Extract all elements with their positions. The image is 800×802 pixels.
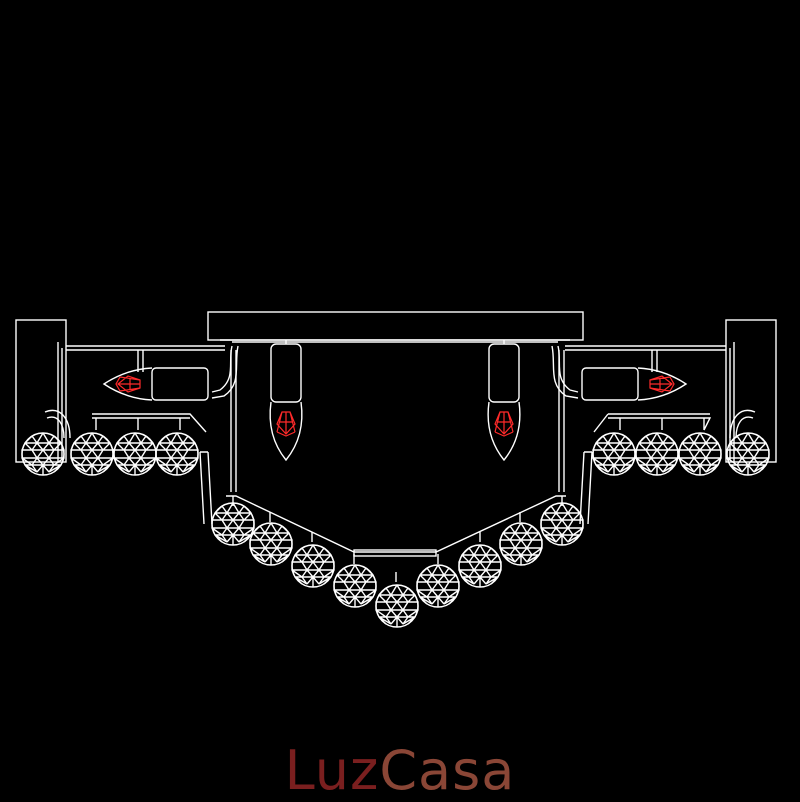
brand-logo: LuzCasa	[0, 742, 800, 800]
crystal-ball-icon	[333, 564, 377, 608]
right-crystal-bar	[593, 413, 712, 433]
crystal-ball-icon	[70, 432, 114, 476]
left-arm-elbow	[211, 345, 239, 399]
crystal-drops	[232, 496, 563, 582]
right-bulb-stem	[651, 350, 658, 372]
crystal-ball-icon	[211, 502, 255, 546]
crystal-ball-icon	[540, 502, 584, 546]
logo-luz: Luz	[284, 739, 380, 802]
left-candle-bulb-icon	[103, 367, 209, 401]
right-arm-elbow	[551, 345, 579, 399]
crystal-ball-icon	[416, 564, 460, 608]
crystal-ball-icon	[155, 432, 199, 476]
left-arm	[57, 342, 225, 462]
outer-chain-rods	[199, 451, 593, 525]
crystal-ball-icon	[458, 544, 502, 588]
right-candle-bulb-icon	[581, 367, 687, 401]
chain-center-link	[353, 549, 437, 557]
right-arm	[565, 342, 735, 462]
right-pendant-bulb-icon	[487, 343, 521, 461]
crystal-ball-icon	[291, 544, 335, 588]
crystal-ball-icon	[249, 522, 293, 566]
crystal-ball-icon	[592, 432, 636, 476]
left-hook	[44, 409, 71, 439]
crystal-ball-icon	[635, 432, 679, 476]
crystal-ball-icon	[678, 432, 722, 476]
left-pendant-bulb-icon	[269, 343, 303, 461]
right-hook	[729, 409, 756, 439]
ceiling-canopy	[207, 311, 584, 341]
chain-rods	[230, 350, 565, 492]
crystal-ball-icon	[375, 584, 419, 628]
crystal-ball-icon	[113, 432, 157, 476]
left-crystal-bar	[92, 413, 207, 433]
crystal-chain	[226, 495, 566, 553]
crystal-ball-icon	[499, 522, 543, 566]
logo-casa: Casa	[379, 739, 516, 802]
main-arm-bar	[220, 339, 570, 343]
